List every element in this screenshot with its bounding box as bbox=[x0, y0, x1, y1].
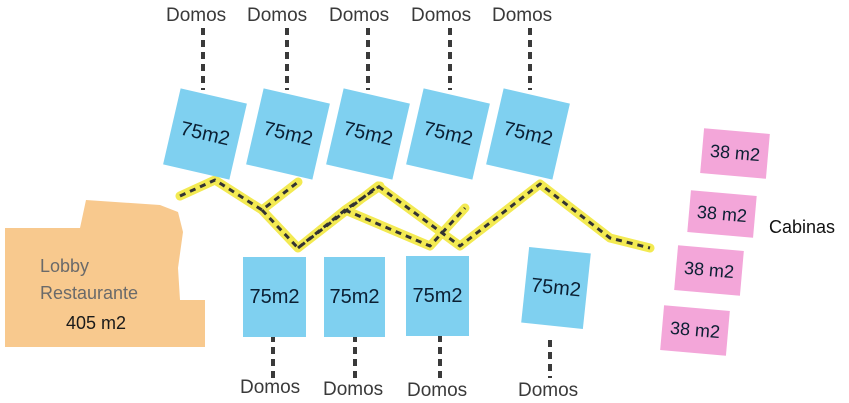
cabin-3: 38 m2 bbox=[674, 245, 744, 296]
cabin-4: 38 m2 bbox=[660, 305, 730, 356]
lobby-label: Lobby bbox=[40, 256, 90, 276]
lobby-area: 405 m2 bbox=[66, 313, 127, 333]
cabinas-label: Cabinas bbox=[769, 217, 836, 237]
top-domos-label-3: Domos bbox=[329, 5, 390, 26]
bottom-domos-label-1: Domos bbox=[240, 377, 301, 398]
cabin-1: 38 m2 bbox=[700, 128, 770, 179]
bottom-dome-2: 75m2 bbox=[324, 257, 385, 337]
top-domos-label-5: Domos bbox=[492, 5, 553, 26]
cabin-2: 38 m2 bbox=[687, 190, 757, 238]
bottom-domos-label-2: Domos bbox=[323, 379, 384, 400]
bottom-domos-label-3: Domos bbox=[407, 380, 468, 401]
top-domos-label-4: Domos bbox=[411, 5, 472, 26]
bottom-dome-1: 75m2 bbox=[243, 257, 306, 337]
top-domos-label-2: Domos bbox=[247, 5, 308, 26]
lobby-building bbox=[5, 200, 205, 347]
bottom-dome-4: 75m2 bbox=[521, 246, 591, 330]
restaurante-label: Restaurante bbox=[40, 283, 139, 303]
walkway-centerline bbox=[179, 178, 651, 250]
bottom-domos-label-4: Domos bbox=[518, 380, 579, 401]
bottom-dome-3: 75m2 bbox=[406, 256, 469, 336]
top-domos-label-1: Domos bbox=[166, 5, 227, 26]
